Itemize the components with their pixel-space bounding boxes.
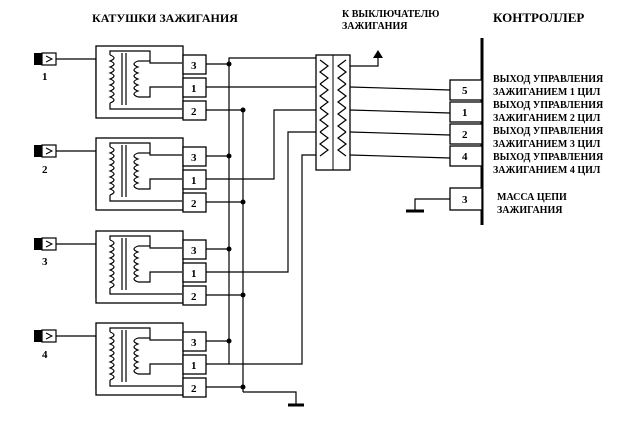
controller-pin-4: 4	[449, 145, 483, 167]
svg-text:1: 1	[462, 107, 468, 119]
coil-pin-3: 3	[182, 54, 207, 75]
spark-plug-icon	[34, 237, 97, 298]
spark-plug-number: 1	[42, 71, 48, 83]
controller-label: ВЫХОД УПРАВЛЕНИЯ	[493, 126, 604, 137]
connector-block	[315, 54, 351, 171]
coil-pin-1: 1	[182, 354, 207, 375]
coil-pin-label: 1	[191, 268, 197, 280]
coil-pin-label: 2	[191, 291, 197, 303]
coil-pin-1: 1	[182, 169, 207, 190]
controller-ground-icon	[406, 198, 450, 213]
svg-text:2: 2	[462, 129, 468, 141]
coil-pin-3: 3	[182, 331, 207, 352]
coil-pin-2: 2	[182, 285, 207, 306]
coils-title: КАТУШКИ ЗАЖИГАНИЯ	[92, 11, 238, 25]
coil-pin-label: 3	[191, 245, 197, 257]
coil-pin-label: 3	[191, 152, 197, 164]
controller-pin-2: 2	[449, 123, 483, 145]
controller-label: ЗАЖИГАНИЕМ 3 ЦИЛ	[493, 139, 601, 150]
controller-label: ЗАЖИГАНИЕМ 2 ЦИЛ	[493, 113, 601, 124]
ignition-coil: 3 1 2	[34, 137, 207, 213]
coil-pin-3: 3	[182, 146, 207, 167]
spark-plug-icon	[34, 52, 97, 113]
coil-winding-icon	[108, 50, 182, 110]
controller-title: КОНТРОЛЛЕР	[493, 10, 584, 25]
coil-pin-label: 3	[191, 337, 197, 349]
ignition-coil: 3 1 2	[34, 45, 207, 121]
coil-pin-2: 2	[182, 192, 207, 213]
spark-plug-number: 3	[42, 256, 48, 268]
controller-pin-1: 1	[449, 101, 483, 123]
main-ground-icon	[288, 398, 304, 407]
coil-pin-2: 2	[182, 100, 207, 121]
ignition-coil: 3 1 2	[34, 322, 207, 398]
controller-label: ВЫХОД УПРАВЛЕНИЯ	[493, 100, 604, 111]
ignition-switch-arrow-icon	[350, 50, 383, 67]
coil-pin-label: 1	[191, 175, 197, 187]
controller-pin-ground: 3	[449, 187, 483, 211]
ground-label-line2: ЗАЖИГАНИЯ	[497, 205, 563, 216]
coil-pin-label: 2	[191, 383, 197, 395]
coil-winding-icon	[108, 142, 182, 202]
controller-label: ЗАЖИГАНИЕМ 4 ЦИЛ	[493, 165, 601, 176]
spark-plug-number: 4	[42, 349, 48, 361]
svg-text:4: 4	[462, 151, 468, 163]
coil-pin-1: 1	[182, 262, 207, 283]
svg-text:3: 3	[462, 194, 468, 206]
coil-pin-label: 1	[191, 83, 197, 95]
coil-pin-3: 3	[182, 239, 207, 260]
ignition-switch-title-line1: К ВЫКЛЮЧАТЕЛЮ	[342, 9, 439, 20]
coil-winding-icon	[108, 235, 182, 295]
svg-text:5: 5	[462, 85, 468, 97]
controller-label: ЗАЖИГАНИЕМ 1 ЦИЛ	[493, 87, 601, 98]
ignition-switch-title-line2: ЗАЖИГАНИЯ	[342, 21, 408, 32]
controller-label: ВЫХОД УПРАВЛЕНИЯ	[493, 152, 604, 163]
coil-pin-label: 3	[191, 60, 197, 72]
coil-pin-2: 2	[182, 377, 207, 398]
ground-label-line1: МАССА ЦЕПИ	[497, 192, 567, 203]
coil-pin-1: 1	[182, 77, 207, 98]
controller-label: ВЫХОД УПРАВЛЕНИЯ	[493, 74, 604, 85]
coil-pin-label: 1	[191, 360, 197, 372]
coil-pin-label: 2	[191, 198, 197, 210]
spark-plug-number: 2	[42, 164, 48, 176]
ignition-coil: 3 1 2	[34, 230, 207, 306]
coil-winding-icon	[108, 327, 182, 387]
coil-pin-label: 2	[191, 106, 197, 118]
controller-pin-5: 5	[449, 79, 483, 101]
